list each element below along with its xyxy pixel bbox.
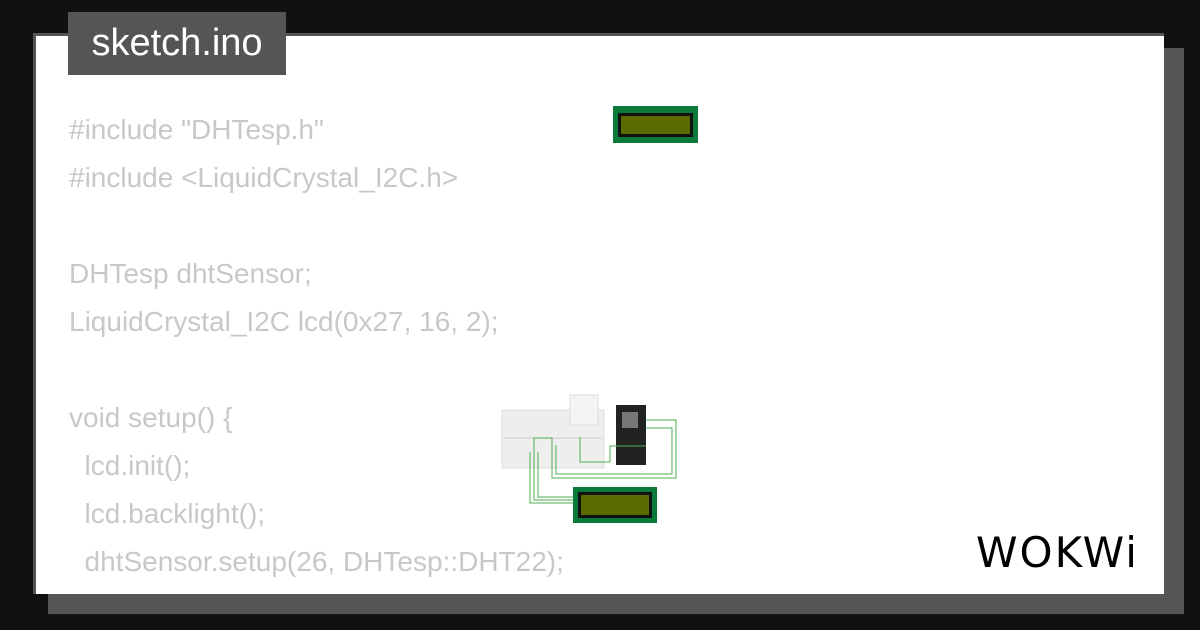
code-line: dhtSensor.setup(26, DHTesp::DHT22); bbox=[69, 546, 564, 577]
preview-panel: #include "DHTesp.h" #include <LiquidCrys… bbox=[33, 33, 1164, 594]
code-line: #include "DHTesp.h" bbox=[69, 114, 324, 145]
code-line: DHTesp dhtSensor; bbox=[69, 258, 312, 289]
dht22-sensor bbox=[569, 394, 599, 426]
esp32-board bbox=[616, 405, 646, 465]
code-line: void setup() { bbox=[69, 402, 233, 433]
code-preview: #include "DHTesp.h" #include <LiquidCrys… bbox=[69, 106, 564, 594]
code-line: lcd.init(); bbox=[69, 450, 191, 481]
lcd-bottom bbox=[573, 487, 657, 523]
lcd-top bbox=[613, 106, 698, 143]
code-line: lcd.backlight(); bbox=[69, 498, 266, 529]
wokwi-logo: WOKWi bbox=[976, 528, 1139, 577]
code-line: LiquidCrystal_I2C lcd(0x27, 16, 2); bbox=[69, 306, 499, 337]
code-line: #include <LiquidCrystal_I2C.h> bbox=[69, 162, 459, 193]
file-tab: sketch.ino bbox=[68, 12, 286, 75]
wires bbox=[529, 419, 677, 504]
